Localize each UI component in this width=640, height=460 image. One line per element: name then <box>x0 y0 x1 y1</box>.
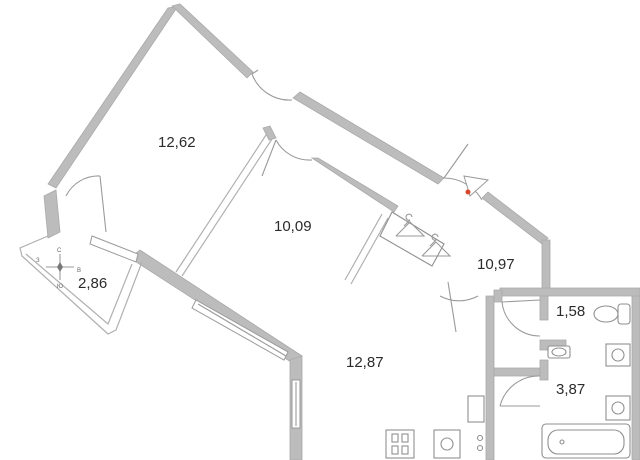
interior-walls <box>175 125 567 460</box>
sink-icon <box>433 429 461 459</box>
compass-east: В <box>77 268 81 274</box>
room-area-label: 12,62 <box>158 134 196 151</box>
room-area-label: 12,87 <box>346 354 384 371</box>
washing-machine-icon <box>605 343 631 421</box>
room-area-label: 3,87 <box>556 381 585 398</box>
cabinet <box>467 395 485 452</box>
balcony <box>19 175 143 335</box>
bathtub-icon <box>541 423 631 459</box>
sink-icon <box>547 345 571 359</box>
hanger-icon <box>395 213 426 237</box>
room-area-label: 10,09 <box>274 218 312 235</box>
room-area-label: 10,97 <box>477 256 515 273</box>
compass-icon: С Ю З В <box>36 248 81 290</box>
compass-south: Ю <box>57 284 63 290</box>
wardrobe <box>379 211 445 267</box>
compass-west: З <box>36 258 40 264</box>
windows <box>191 299 301 429</box>
balcony-window <box>89 235 139 263</box>
toilet-icon <box>593 303 631 325</box>
stove-icon <box>385 429 415 459</box>
room-labels: 12,62 10,09 10,97 12,87 2,86 1,58 3,87 <box>78 134 585 398</box>
entrance-arrow-icon <box>463 175 490 197</box>
hanger-icon <box>421 233 452 257</box>
room-area-label: 1,58 <box>556 303 585 320</box>
compass-north: С <box>57 248 62 254</box>
room-area-label: 2,86 <box>78 275 107 292</box>
exterior-walls <box>43 3 640 460</box>
